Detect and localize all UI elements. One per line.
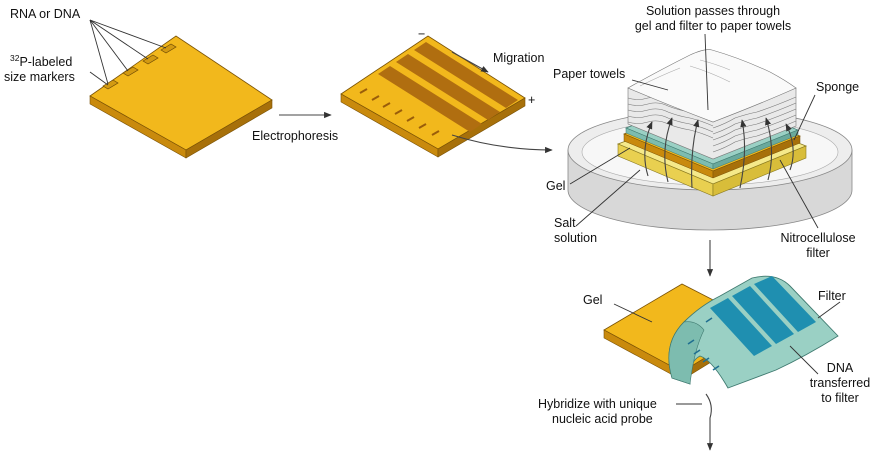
filter-bands [710, 276, 816, 356]
dna-transferred-leader [789, 345, 819, 375]
label-p-labeled: P-labeled [19, 55, 72, 69]
label-plus: + [528, 93, 535, 107]
label-solution-line1: Solution passes through [646, 4, 780, 18]
label-electrophoresis: Electrophoresis [252, 129, 338, 143]
gel-stack-leader [569, 147, 631, 185]
filter-leader [817, 301, 841, 319]
label-salt: Salt [554, 216, 576, 230]
hybridize-arrow [705, 393, 714, 451]
label-migration: Migration [493, 51, 544, 65]
label-32p-labeled: 32P-labeled [10, 53, 72, 69]
label-transferred: transferred [810, 376, 870, 390]
label-filter: Filter [818, 289, 846, 303]
salt-solution-leader [575, 169, 641, 227]
gel-with-wells [89, 35, 273, 159]
label-hybridize-line1: Hybridize with unique [538, 397, 657, 411]
paper-towels-leader [631, 79, 669, 91]
label-minus: − [418, 27, 425, 41]
label-dna: DNA [827, 361, 854, 375]
marker-ladder [359, 88, 440, 136]
label-sponge: Sponge [816, 80, 859, 94]
size-marker-leader [89, 71, 109, 86]
label-rna-or-dna: RNA or DNA [10, 7, 81, 21]
label-gel-stack: Gel [546, 179, 565, 193]
gel-bottom-leader [613, 303, 653, 323]
paper-towel-stack [627, 49, 797, 160]
label-nitrocellulose: Nitrocellulose [780, 231, 855, 245]
to-blot-arrow [451, 134, 553, 154]
sample-wells [102, 43, 177, 90]
label-paper-towels: Paper towels [553, 67, 625, 81]
label-to-filter: to filter [821, 391, 859, 405]
label-solution: solution [554, 231, 597, 245]
label-gel-bottom: Gel [583, 293, 602, 307]
nitrocellulose-leader [779, 159, 819, 229]
rna-dna-leaders [89, 19, 167, 85]
label-32-superscript: 32 [10, 53, 20, 63]
capillary-flow-arrows [644, 117, 794, 189]
label-solution-line2: gel and filter to paper towels [635, 19, 791, 33]
sponge-leader [793, 94, 816, 141]
separated-bands [378, 42, 518, 132]
label-filter-stack: filter [806, 246, 830, 260]
gel-and-filter-transfer [603, 275, 839, 389]
label-size-markers: size markers [4, 70, 75, 84]
gel-after-electrophoresis [340, 35, 526, 158]
migration-arrow [451, 51, 489, 73]
label-hybridize-line2: nucleic acid probe [552, 412, 653, 426]
blotting-apparatus [567, 49, 853, 231]
filter-marker-ladder [687, 317, 720, 371]
solution-leader [704, 33, 709, 111]
